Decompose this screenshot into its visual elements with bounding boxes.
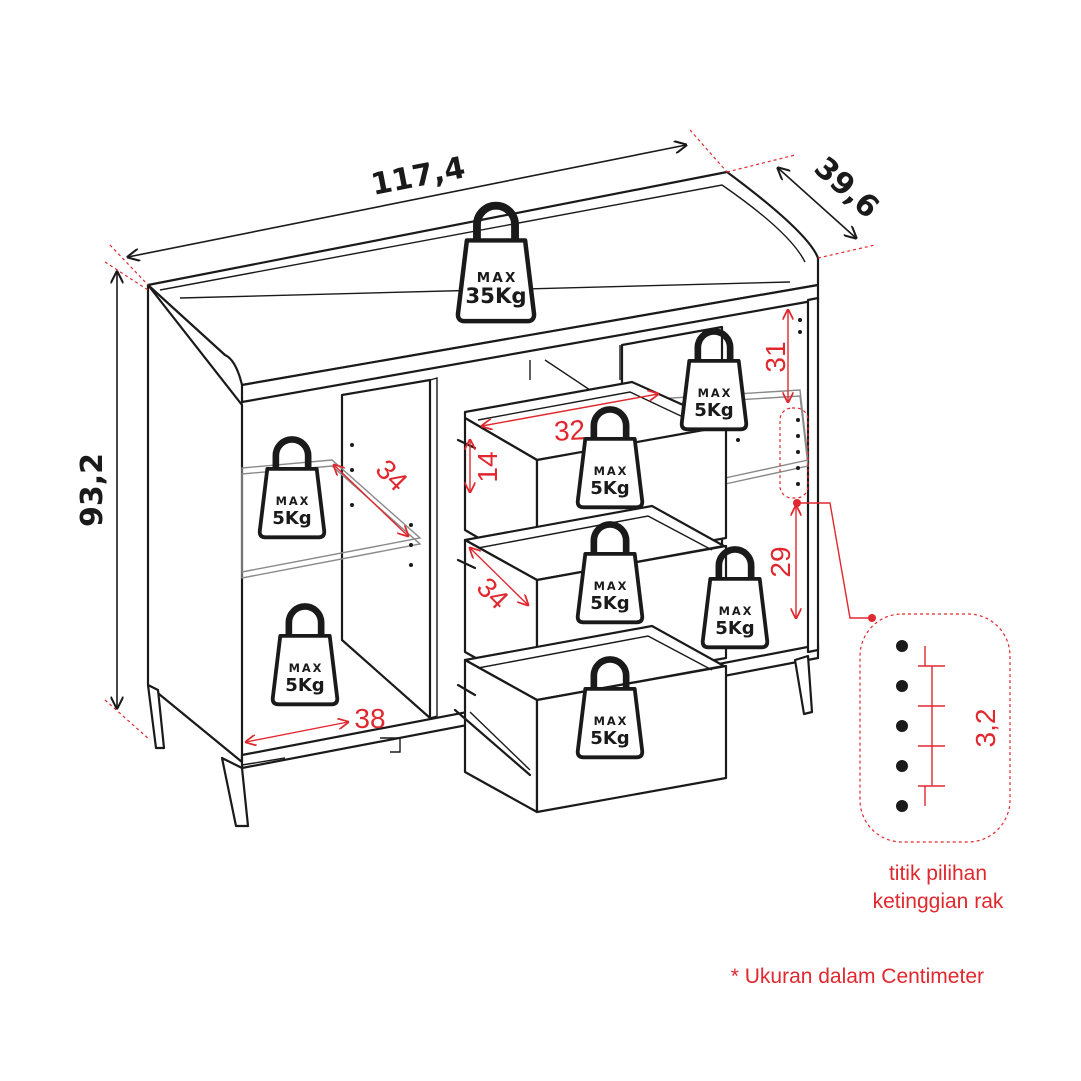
weight-right-upper: MAX 5Kg bbox=[682, 331, 747, 429]
weight-top: MAX 35Kg bbox=[458, 206, 534, 321]
weight-left-lower-value: 5Kg bbox=[285, 675, 324, 696]
weight-drawer-bottom-value: 5Kg bbox=[590, 728, 629, 749]
weight-drawer-top: MAX 5Kg bbox=[578, 409, 643, 507]
weight-left-lower-max: MAX bbox=[289, 661, 324, 675]
weight-right-upper-max: MAX bbox=[698, 386, 733, 400]
weight-drawer-bottom: MAX 5Kg bbox=[578, 659, 643, 757]
bottom-width-dim: 38 bbox=[246, 703, 386, 742]
height-label: 93,2 bbox=[75, 453, 110, 527]
depth-label: 39,6 bbox=[807, 150, 885, 226]
drawer-height-label: 14 bbox=[472, 451, 503, 482]
weight-right-lower-max: MAX bbox=[719, 604, 754, 618]
width-label: 117,4 bbox=[368, 150, 468, 202]
bottom-width-label: 38 bbox=[354, 703, 385, 734]
top-shelf-height-dim: 31 bbox=[760, 310, 791, 402]
weight-drawer-middle: MAX 5Kg bbox=[578, 524, 643, 622]
weight-left-lower: MAX 5Kg bbox=[273, 606, 338, 704]
hole-callout-dots bbox=[896, 640, 908, 812]
weight-drawer-top-value: 5Kg bbox=[590, 478, 629, 499]
height-dimension: 93,2 bbox=[75, 261, 151, 741]
drawer-height-dim: 14 bbox=[470, 440, 503, 492]
callout-caption-line2: ketinggian rak bbox=[873, 890, 1004, 913]
drawer-width-dim: 32 bbox=[482, 394, 658, 447]
weight-left-upper-value: 5Kg bbox=[272, 508, 311, 529]
callout-caption-line1: titik pilihan bbox=[889, 862, 987, 885]
weight-drawer-top-max: MAX bbox=[594, 464, 629, 478]
top-shelf-height-label: 31 bbox=[760, 341, 791, 372]
weight-left-upper: MAX 5Kg bbox=[260, 439, 325, 537]
lower-shelf-height-label: 29 bbox=[765, 546, 796, 577]
weight-left-upper-max: MAX bbox=[276, 494, 311, 508]
hole-spacing-label: 3,2 bbox=[970, 709, 1001, 748]
weight-top-value: 35Kg bbox=[465, 284, 526, 309]
lower-shelf-height-dim: 29 bbox=[765, 506, 796, 618]
weight-drawer-middle-value: 5Kg bbox=[590, 593, 629, 614]
footnote: * Ukuran dalam Centimeter bbox=[731, 965, 984, 988]
weight-top-max: MAX bbox=[477, 271, 518, 286]
drawer-width-label: 32 bbox=[553, 414, 586, 447]
hole-callout: 3,2 bbox=[779, 407, 1011, 843]
weight-drawer-middle-max: MAX bbox=[594, 579, 629, 593]
weight-right-lower-value: 5Kg bbox=[715, 618, 754, 639]
weight-right-lower: MAX 5Kg bbox=[703, 549, 768, 647]
hole-spacing-ticks bbox=[918, 646, 945, 806]
weight-right-upper-value: 5Kg bbox=[694, 400, 733, 421]
weight-drawer-bottom-max: MAX bbox=[594, 714, 629, 728]
